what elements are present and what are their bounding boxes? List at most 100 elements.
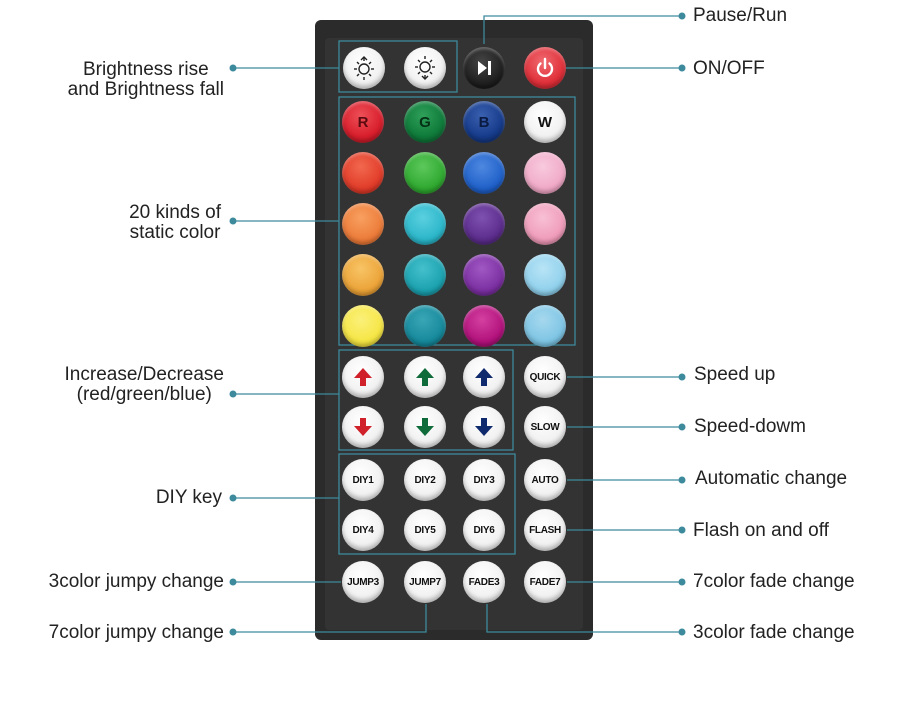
- dot: [678, 476, 686, 484]
- arrow-up-icon: [354, 368, 372, 386]
- color-button[interactable]: [524, 254, 566, 296]
- diy3-label: DIY3: [473, 474, 495, 486]
- dot: [229, 578, 237, 586]
- increase-group-box: [338, 349, 514, 451]
- label-brightness-line1: Brightness rise: [83, 59, 209, 80]
- color-button[interactable]: [404, 254, 446, 296]
- jump3-label: JUMP3: [347, 576, 379, 588]
- label-diy-key: DIY key: [155, 487, 222, 508]
- label-increase-decrease: Increase/Decrease (red/green/blue): [65, 365, 224, 405]
- label-static-line1: 20 kinds of: [129, 202, 221, 223]
- dot: [229, 628, 237, 636]
- sun-up-icon: [354, 56, 374, 80]
- power-icon: [536, 57, 554, 78]
- slow-button[interactable]: SLOW: [524, 406, 566, 448]
- diy2-button[interactable]: DIY2: [404, 459, 446, 501]
- label-fade3: 3color fade change: [693, 622, 855, 643]
- green-button-label: G: [419, 113, 431, 131]
- auto-button-label: AUTO: [531, 474, 559, 486]
- color-button[interactable]: [342, 152, 384, 194]
- diy1-button[interactable]: DIY1: [342, 459, 384, 501]
- power-button[interactable]: [524, 47, 566, 89]
- diy3-button[interactable]: DIY3: [463, 459, 505, 501]
- label-fade7: 7color fade change: [693, 571, 855, 592]
- color-button[interactable]: [404, 152, 446, 194]
- color-button[interactable]: [463, 254, 505, 296]
- arrow-up-icon: [475, 368, 493, 386]
- red-button[interactable]: R: [342, 101, 384, 143]
- red-button-label: R: [357, 113, 369, 131]
- arrow-down-icon: [475, 418, 493, 436]
- label-increase-line1: Increase/Decrease: [64, 364, 224, 385]
- sun-down-icon: [415, 56, 435, 80]
- fade7-button[interactable]: FADE7: [524, 561, 566, 603]
- green-button[interactable]: G: [404, 101, 446, 143]
- label-increase-line2: (red/green/blue): [76, 384, 212, 405]
- play-pause-icon: [478, 61, 491, 75]
- flash-button-label: FLASH: [529, 524, 561, 536]
- jump7-label: JUMP7: [409, 576, 441, 588]
- pause-run-leader: [483, 15, 682, 44]
- diy1-label: DIY1: [352, 474, 374, 486]
- label-static-line2: static color: [129, 222, 221, 243]
- dot: [678, 64, 686, 72]
- dot: [678, 578, 686, 586]
- label-brightness: Brightness rise and Brightness fall: [68, 60, 224, 100]
- fade7-label: FADE7: [529, 576, 561, 588]
- arrow-down-icon: [354, 418, 372, 436]
- label-brightness-line2: and Brightness fall: [67, 79, 224, 100]
- color-button[interactable]: [463, 203, 505, 245]
- diy-group-box: [338, 453, 516, 555]
- diy6-label: DIY6: [473, 524, 495, 536]
- green-up-button[interactable]: [404, 356, 446, 398]
- jump3-button[interactable]: JUMP3: [342, 561, 384, 603]
- label-flash: Flash on and off: [693, 520, 829, 541]
- color-button[interactable]: [463, 152, 505, 194]
- color-button[interactable]: [342, 305, 384, 347]
- red-down-button[interactable]: [342, 406, 384, 448]
- auto-button[interactable]: AUTO: [524, 459, 566, 501]
- color-button[interactable]: [524, 203, 566, 245]
- white-button-label: W: [537, 113, 553, 131]
- blue-up-button[interactable]: [463, 356, 505, 398]
- fade3-label: FADE3: [468, 576, 500, 588]
- label-static-color: 20 kinds of static color: [129, 203, 221, 243]
- white-button[interactable]: W: [524, 101, 566, 143]
- red-up-button[interactable]: [342, 356, 384, 398]
- label-pause-run: Pause/Run: [693, 5, 788, 26]
- brightness-up-button[interactable]: [343, 47, 385, 89]
- color-button[interactable]: [342, 203, 384, 245]
- fade3-button[interactable]: FADE3: [463, 561, 505, 603]
- diy4-button[interactable]: DIY4: [342, 509, 384, 551]
- dot: [678, 12, 686, 20]
- dot: [678, 526, 686, 534]
- color-button[interactable]: [463, 305, 505, 347]
- color-button[interactable]: [524, 152, 566, 194]
- blue-down-button[interactable]: [463, 406, 505, 448]
- jump7-button[interactable]: JUMP7: [404, 561, 446, 603]
- quick-button[interactable]: QUICK: [524, 356, 566, 398]
- dot: [678, 628, 686, 636]
- color-button[interactable]: [404, 203, 446, 245]
- dot: [229, 494, 237, 502]
- jump7-leader: [233, 604, 427, 633]
- diy5-button[interactable]: DIY5: [404, 509, 446, 551]
- green-down-button[interactable]: [404, 406, 446, 448]
- color-button[interactable]: [524, 305, 566, 347]
- flash-button[interactable]: FLASH: [524, 509, 566, 551]
- label-on-off: ON/OFF: [693, 58, 765, 79]
- diy4-label: DIY4: [352, 524, 374, 536]
- label-jump7: 7color jumpy change: [48, 622, 224, 643]
- fade3-leader: [486, 604, 682, 633]
- color-button[interactable]: [342, 254, 384, 296]
- label-auto: Automatic change: [695, 468, 848, 489]
- quick-button-label: QUICK: [529, 371, 561, 383]
- brightness-down-button[interactable]: [404, 47, 446, 89]
- color-button[interactable]: [404, 305, 446, 347]
- diy6-button[interactable]: DIY6: [463, 509, 505, 551]
- blue-button[interactable]: B: [463, 101, 505, 143]
- label-speed-up: Speed up: [694, 364, 776, 385]
- play-pause-button[interactable]: [463, 47, 505, 89]
